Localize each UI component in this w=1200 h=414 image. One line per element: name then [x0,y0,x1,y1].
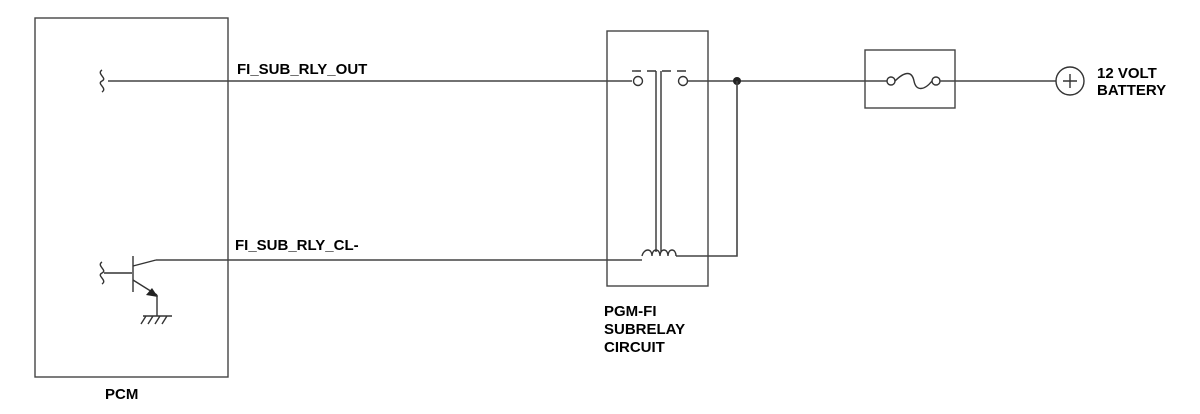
battery-icon [1055,66,1085,96]
wire-label-cl: FI_SUB_RLY_CL- [235,237,359,254]
battery-plus-icon [1063,74,1077,88]
switch-contact-left [632,75,644,87]
subrelay-box [606,30,709,287]
subrelay-label-2: SUBRELAY [604,321,685,338]
battery-label-1: 12 VOLT [1097,65,1157,82]
fuse-terminal-left [886,76,896,86]
battery-label-2: BATTERY [1097,82,1166,99]
wire-junction-to-coil [676,81,738,257]
connector-top-icon [99,69,105,93]
pcm-box [34,17,229,378]
fuse-icon [894,72,933,90]
pcm-label: PCM [105,386,138,403]
fuse-box [864,49,956,109]
subrelay-label-1: PGM-FI [604,303,657,320]
transistor-collector [132,259,157,267]
relay-mechanical-link [655,71,662,252]
switch-contact-right [677,75,689,87]
subrelay-label-3: CIRCUIT [604,339,665,356]
transistor-base-connector-icon [99,261,105,285]
relay-coil-icon [641,249,677,257]
fuse-terminal-right [931,76,941,86]
wire-label-out: FI_SUB_RLY_OUT [237,61,367,78]
ground-icon [140,315,172,325]
transistor-emitter-arrow-icon [146,288,158,297]
